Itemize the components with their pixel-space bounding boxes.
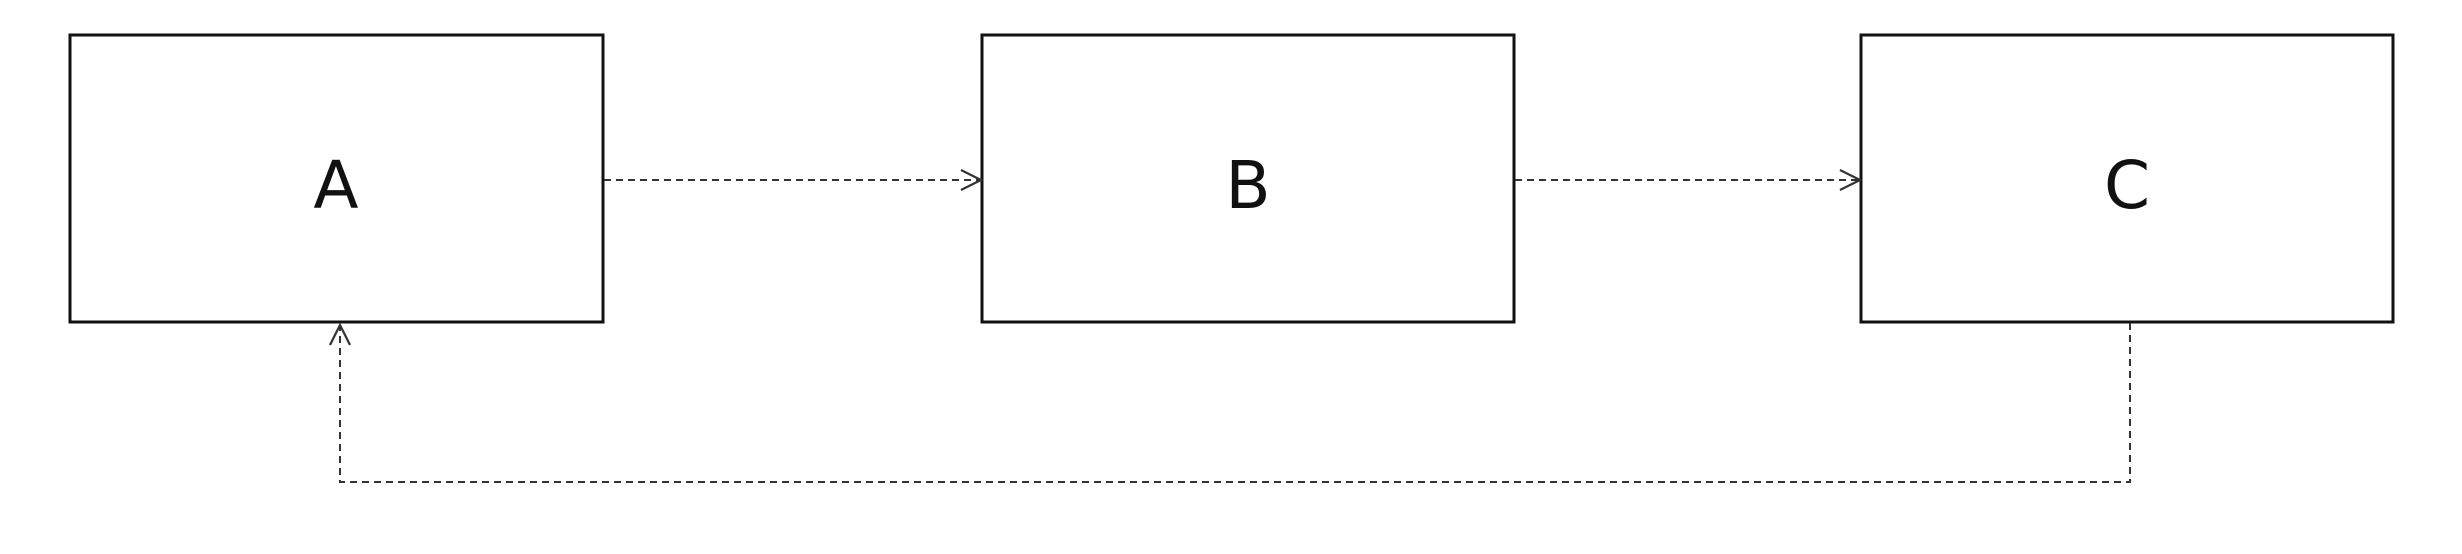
edge-b-to-c — [1515, 169, 1863, 191]
node-b-label: B — [1225, 147, 1270, 224]
node-c-label: C — [2104, 147, 2150, 224]
node-a-label: A — [313, 147, 358, 224]
node-b[interactable]: B — [980, 33, 1516, 324]
node-c[interactable]: C — [1859, 33, 2395, 324]
node-b-box — [980, 33, 1516, 324]
edge-c-to-a — [329, 322, 2131, 483]
node-a-box — [68, 33, 605, 324]
edge-a-to-b-arrowhead — [960, 169, 984, 191]
node-a[interactable]: A — [68, 33, 605, 324]
edge-c-to-a-arrowhead — [329, 322, 351, 346]
edge-a-to-b — [604, 169, 984, 191]
node-c-box — [1859, 33, 2395, 324]
edge-c-to-a-line — [339, 323, 2131, 483]
edge-b-to-c-arrowhead — [1839, 169, 1863, 191]
